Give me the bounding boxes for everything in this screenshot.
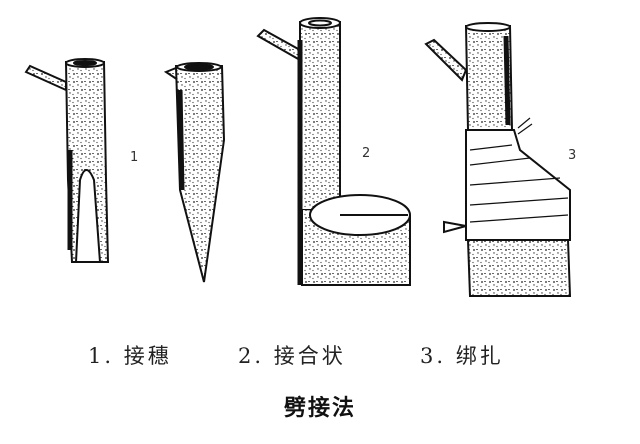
graft-bound-view (424, 22, 572, 297)
step-captions: 1. 接穗 2. 接合状 3. 绑扎 (0, 340, 640, 374)
graft-joined-view (256, 17, 411, 286)
figure-label-1: 1 (130, 150, 139, 165)
scion-split-view (24, 58, 110, 263)
caption-step-3: 3. 绑扎 (420, 344, 504, 368)
figure-label-2: 2 (362, 146, 371, 161)
scion-wedge-view (163, 62, 226, 283)
caption-step-2: 2. 接合状 (238, 344, 346, 368)
figure-label-3: 3 (568, 148, 577, 163)
caption-step-1: 1. 接穗 (88, 344, 172, 368)
diagram-title: 劈接法 (283, 395, 356, 421)
